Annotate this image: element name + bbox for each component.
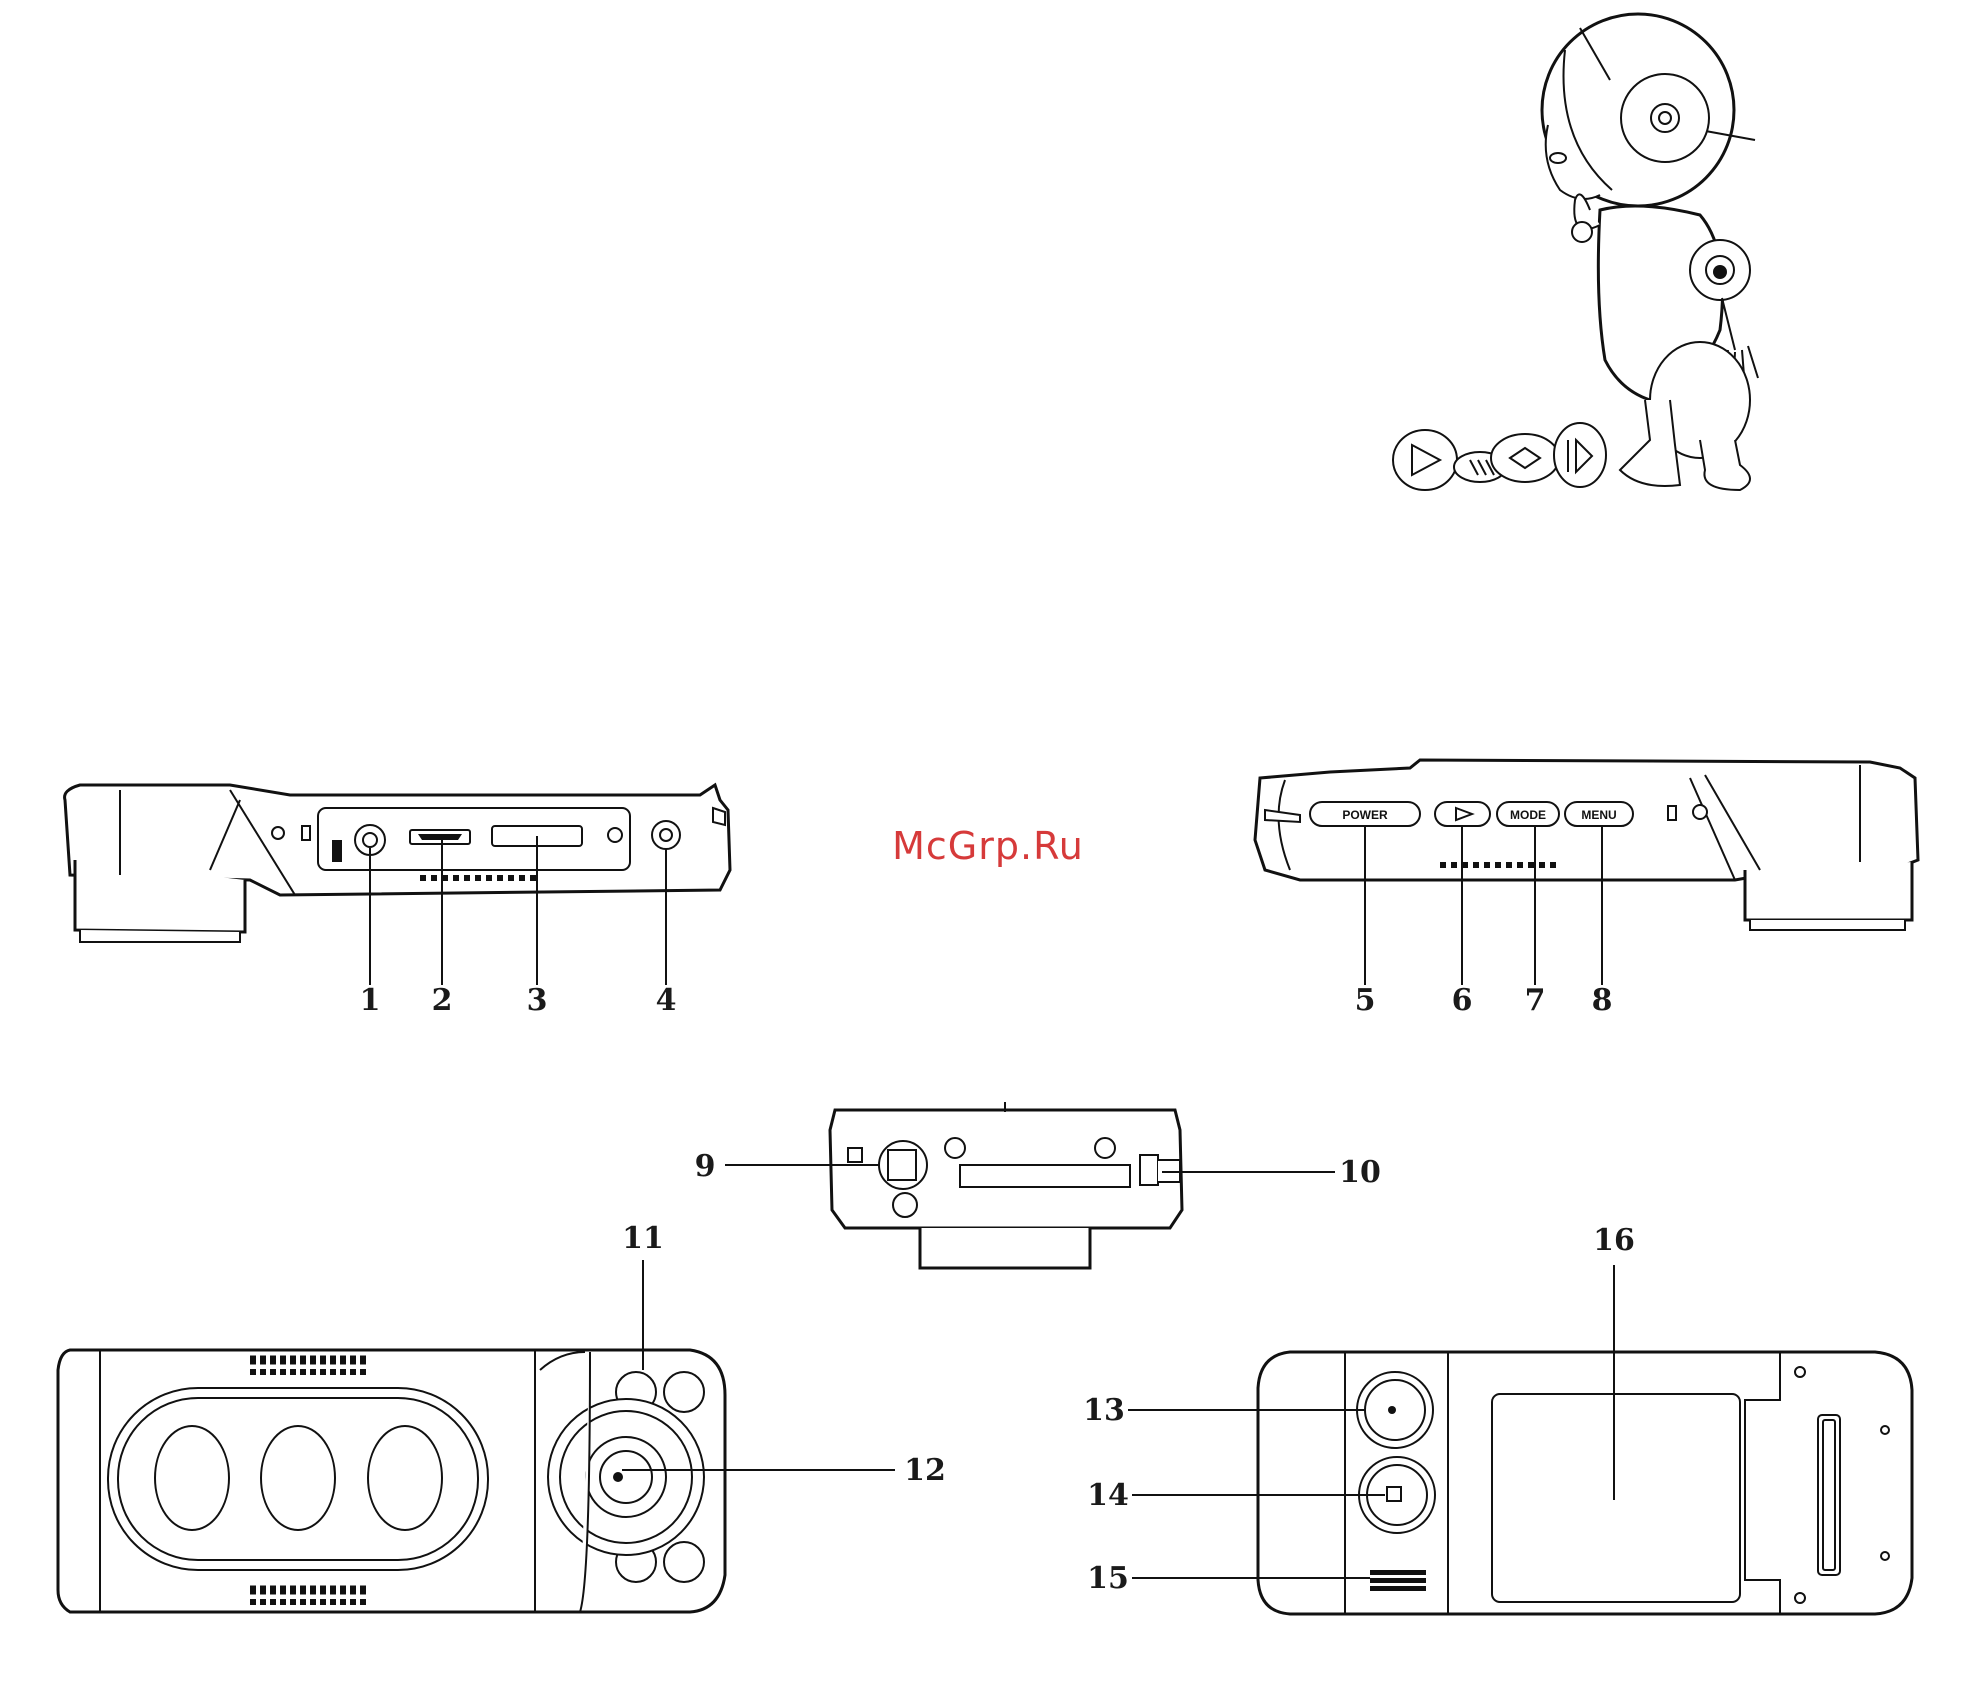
callout-15: 15 bbox=[1087, 1561, 1129, 1596]
menu-button-label: MENU bbox=[1581, 808, 1616, 822]
callout-1: 1 bbox=[360, 983, 381, 1018]
front-view: 11 12 bbox=[58, 1221, 946, 1612]
callout-8: 8 bbox=[1592, 983, 1613, 1018]
power-button-label: POWER bbox=[1342, 808, 1388, 822]
bottom-view: 9 10 bbox=[695, 1102, 1381, 1268]
side-view: POWER MODE MENU 5 6 7 8 bbox=[1255, 760, 1918, 1018]
callout-3: 3 bbox=[527, 983, 548, 1018]
callout-4: 4 bbox=[656, 983, 677, 1018]
callout-12: 12 bbox=[904, 1453, 946, 1488]
mode-button-label: MODE bbox=[1510, 808, 1546, 822]
callout-16: 16 bbox=[1593, 1223, 1635, 1258]
callout-10: 10 bbox=[1339, 1155, 1381, 1190]
callout-6: 6 bbox=[1452, 983, 1473, 1018]
watermark-text: McGrp.Ru bbox=[892, 824, 1084, 868]
callout-2: 2 bbox=[432, 983, 453, 1018]
callout-14: 14 bbox=[1087, 1478, 1129, 1513]
back-view: 13 14 15 16 bbox=[1083, 1223, 1912, 1614]
callout-9: 9 bbox=[695, 1149, 716, 1184]
top-view: 1 2 3 4 bbox=[65, 785, 730, 1018]
callout-7: 7 bbox=[1525, 983, 1546, 1018]
robot-mascot-illustration bbox=[1393, 14, 1758, 490]
callout-5: 5 bbox=[1355, 983, 1376, 1018]
callout-13: 13 bbox=[1083, 1393, 1125, 1428]
callout-11: 11 bbox=[622, 1221, 664, 1256]
